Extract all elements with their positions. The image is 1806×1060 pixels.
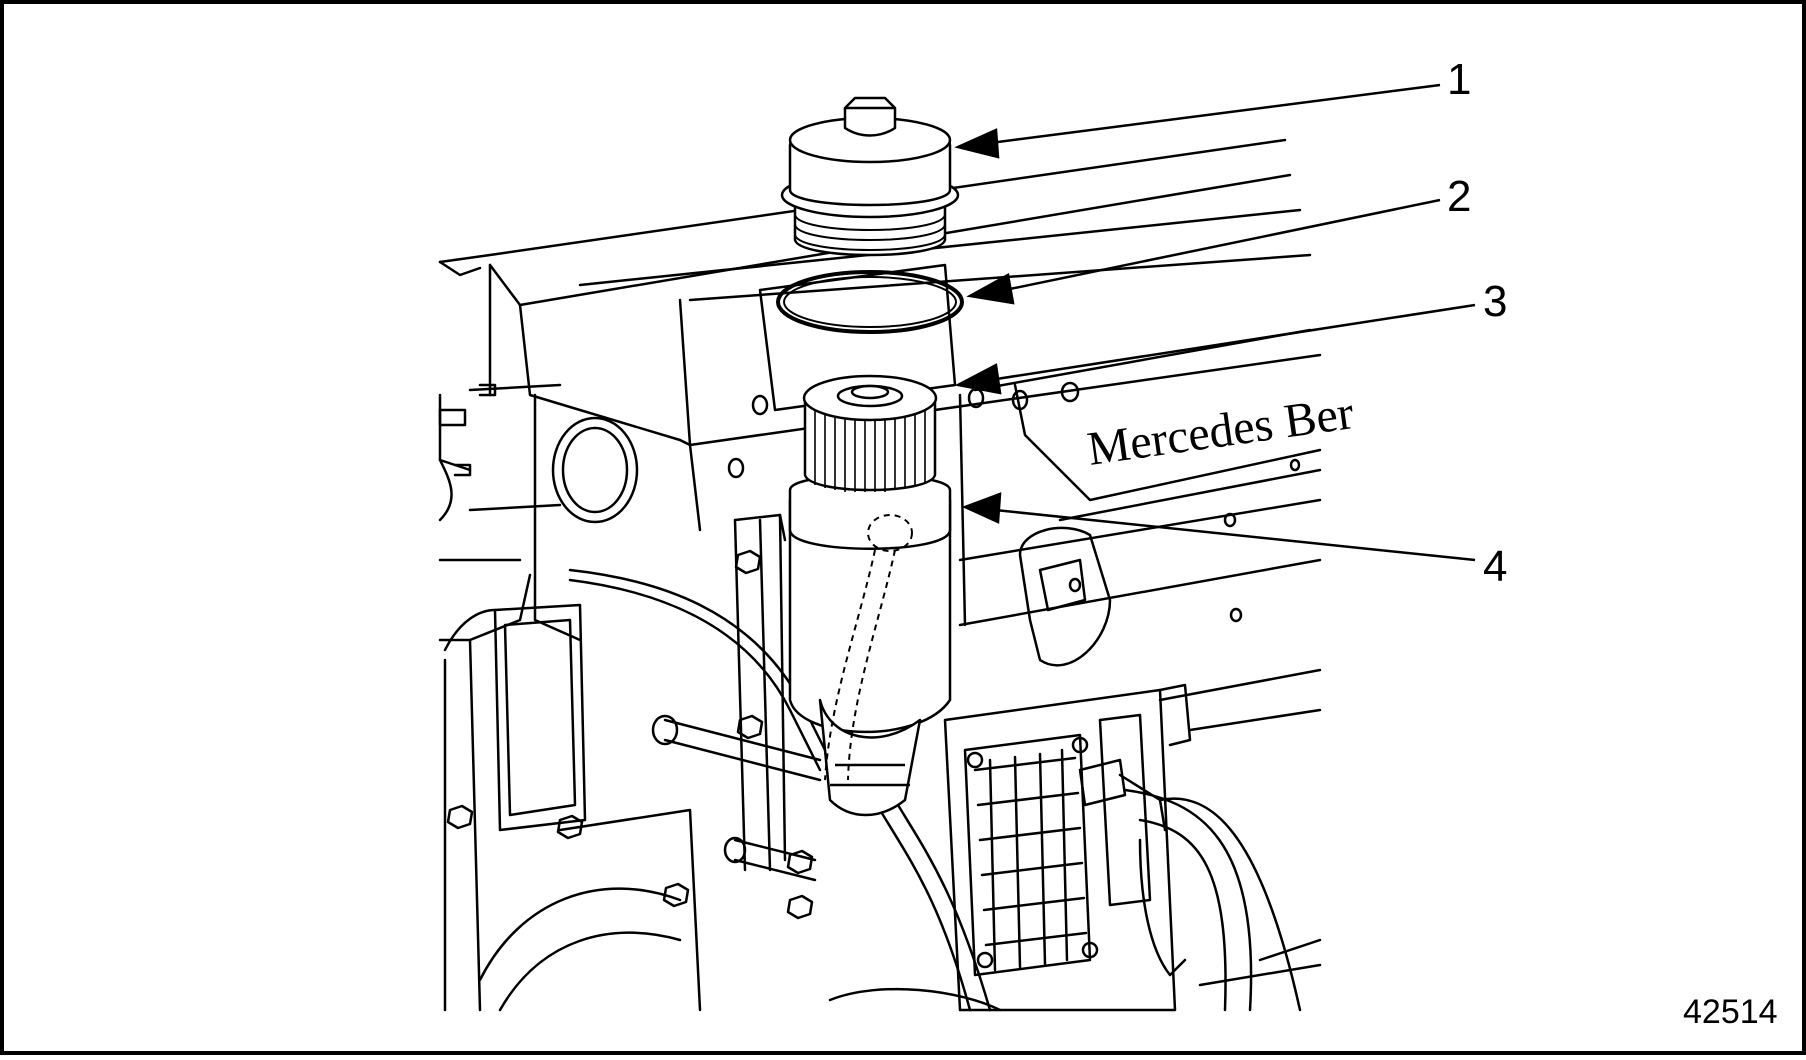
brand-lettering: Mercedes Ber: [1084, 386, 1357, 476]
figure-number: 42514: [1683, 993, 1778, 1031]
arrowhead-4: [961, 492, 1002, 524]
callout-label-1: 1: [1447, 55, 1472, 104]
leader-line-2: [1004, 198, 1441, 292]
callout-label-3: 3: [1483, 277, 1508, 326]
filter-assembly: [776, 96, 964, 817]
arrowhead-2: [966, 273, 1015, 305]
callout-label-4: 4: [1483, 542, 1508, 591]
arrowhead-3: [954, 363, 1002, 395]
engine-block: [438, 138, 1322, 1012]
leader-line-3: [989, 303, 1476, 382]
internal-tube: [824, 514, 913, 781]
leader-line-4: [994, 508, 1476, 562]
callout-label-2: 2: [1447, 172, 1472, 221]
leader-lines: [954, 83, 1476, 562]
leader-line-1: [989, 83, 1441, 145]
arrowhead-1: [954, 128, 1000, 159]
